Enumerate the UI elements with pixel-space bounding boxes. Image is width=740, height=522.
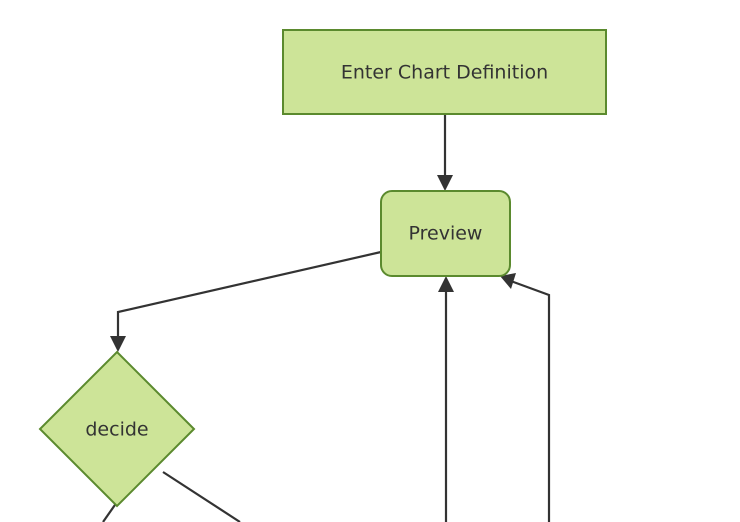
edge-preview-to-decide[interactable] (116, 250, 382, 344)
nodes-layer: Enter Chart Definition Preview decide (38, 29, 607, 508)
arrowhead-return-center-to-preview (438, 276, 454, 292)
node-decide[interactable]: decide (38, 350, 196, 508)
node-preview[interactable]: Preview (380, 190, 511, 277)
edges-layer (102, 114, 551, 522)
arrowhead-return-right-to-preview (500, 273, 516, 289)
node-decide-shape[interactable] (38, 350, 196, 508)
arrowhead-enter-to-preview (437, 175, 453, 191)
node-enter-chart-definition-shape[interactable] (282, 29, 607, 115)
node-enter-chart-definition[interactable]: Enter Chart Definition (282, 29, 607, 115)
node-decide-label: decide (85, 419, 148, 441)
arrowhead-preview-to-decide (110, 336, 126, 352)
node-preview-shape[interactable] (380, 190, 511, 277)
node-enter-chart-definition-label: Enter Chart Definition (341, 62, 548, 84)
edge-decide-down-left[interactable] (102, 501, 118, 522)
edge-decide-down-right[interactable] (162, 471, 241, 522)
node-preview-label: Preview (409, 223, 483, 245)
edge-return-right-to-preview[interactable] (507, 278, 551, 522)
